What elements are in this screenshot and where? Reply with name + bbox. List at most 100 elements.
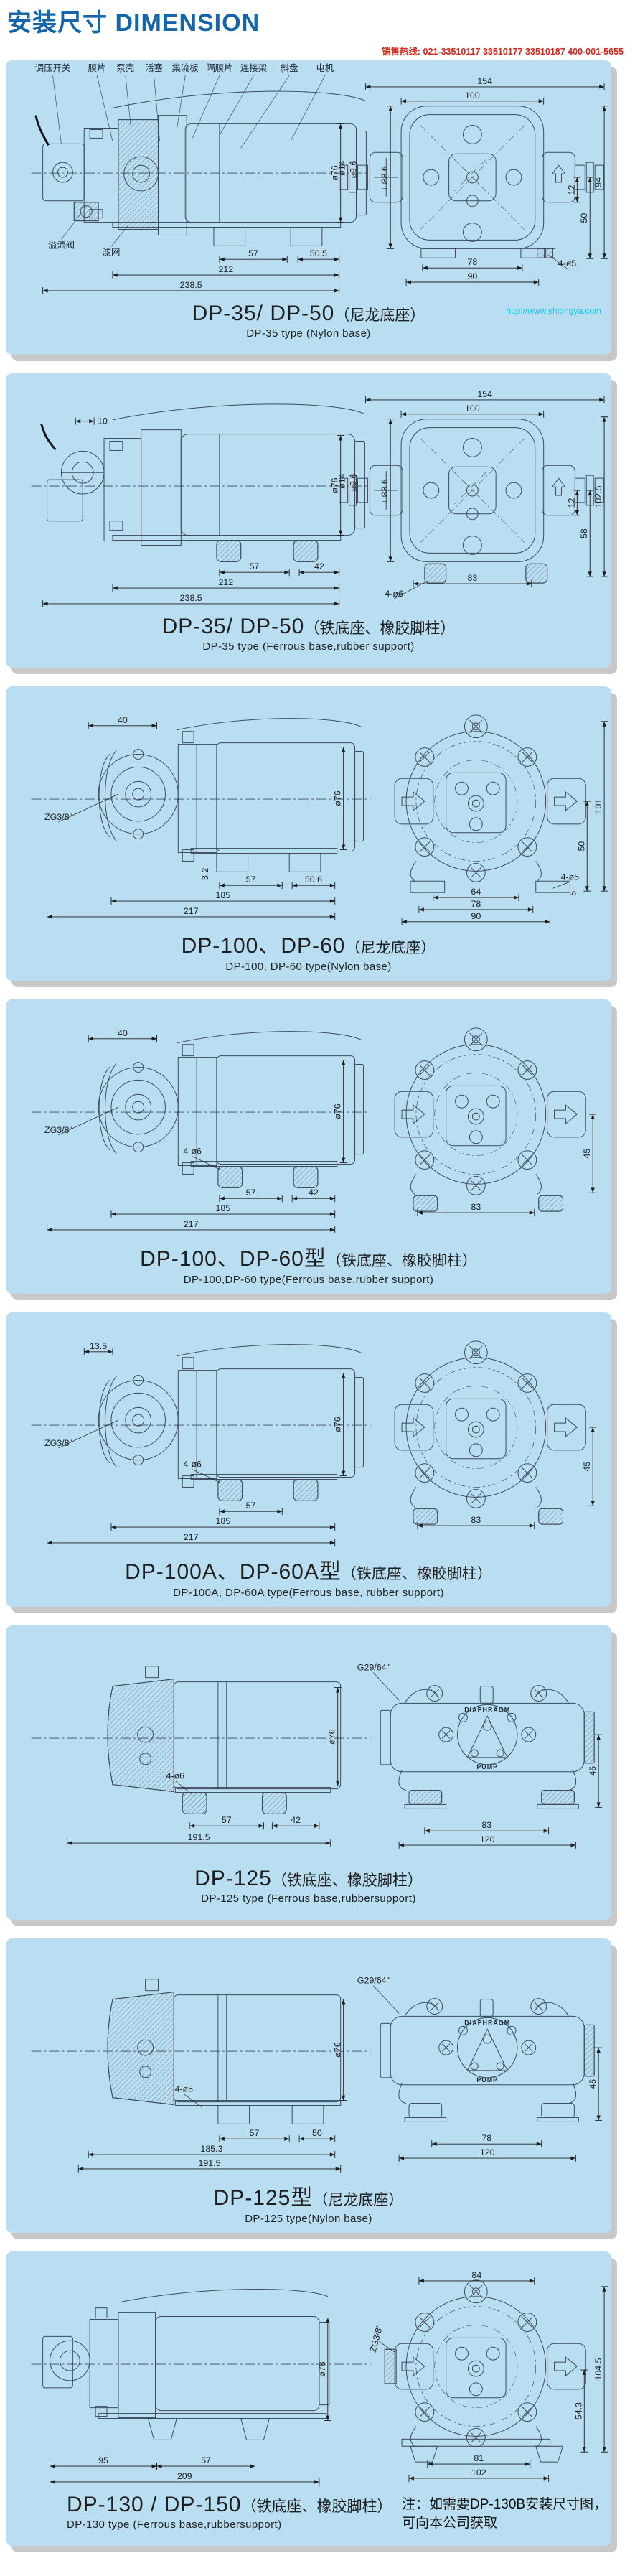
section-model: DP-35/ DP-50: [192, 302, 335, 325]
svg-text:185.3: 185.3: [200, 2144, 222, 2154]
website-link[interactable]: http://www.shlongya.com: [506, 306, 601, 316]
svg-text:DIAPHRAGM: DIAPHRAGM: [464, 1706, 510, 1713]
page-title-cn: 安装尺寸: [7, 9, 108, 37]
svg-text:溢流阀: 溢流阀: [48, 240, 75, 250]
svg-text:45: 45: [588, 2079, 598, 2089]
section-model: DP-100、DP-60型: [140, 1247, 326, 1271]
svg-text:100: 100: [465, 403, 480, 414]
svg-text:隔膜片: 隔膜片: [206, 63, 232, 73]
svg-text:90: 90: [471, 911, 481, 921]
svg-text:ø76: ø76: [333, 790, 343, 806]
svg-text:154: 154: [477, 389, 492, 399]
svg-text:45: 45: [582, 1149, 592, 1159]
note-text: 注：如需要DP-130B安装尺寸图，可向本公司获取: [402, 2497, 608, 2531]
svg-text:154: 154: [477, 76, 492, 86]
svg-text:45: 45: [582, 1462, 592, 1472]
section-caption: DP-100、DP-60型（铁底座、橡胶脚柱）DP-100,DP-60 type…: [6, 1241, 611, 1286]
svg-text:78: 78: [467, 257, 477, 267]
svg-text:78: 78: [471, 899, 481, 909]
svg-text:100: 100: [465, 90, 480, 101]
svg-text:84: 84: [471, 2270, 481, 2280]
svg-text:5: 5: [568, 891, 578, 896]
section-caption: DP-35/ DP-50（尼龙底座） DP-35 type (Nylon base…: [6, 302, 611, 340]
svg-text:DIAPHRAGM: DIAPHRAGM: [464, 2019, 510, 2026]
section-subtitle-en: DP-35 type (Nylon base): [246, 327, 371, 340]
section-variant-cn: （尼龙底座）: [334, 307, 425, 324]
page-header: 安装尺寸 DIMENSION 销售热线: 021-33510117 335101…: [0, 0, 635, 60]
svg-text:50: 50: [576, 841, 586, 851]
svg-text:57: 57: [246, 1187, 256, 1198]
svg-text:212: 212: [218, 264, 233, 274]
svg-text:ø78: ø78: [317, 2361, 327, 2376]
svg-text:57: 57: [222, 1815, 232, 1825]
svg-text:191.5: 191.5: [188, 1832, 210, 1842]
section-caption: DP-100、DP-60（尼龙底座）DP-100, DP-60 type(Nyl…: [6, 928, 611, 973]
svg-text:50.5: 50.5: [310, 248, 327, 258]
svg-text:PUMP: PUMP: [476, 1763, 498, 1770]
svg-text:连接架: 连接架: [240, 62, 267, 73]
svg-text:G29/64": G29/64": [357, 1663, 390, 1673]
svg-text:ø14: ø14: [337, 473, 347, 488]
section-caption: DP-130 / DP-150（铁底座、橡胶脚柱） DP-130 type (Fe…: [6, 2493, 611, 2531]
svg-text:ø76: ø76: [333, 2042, 343, 2057]
svg-text:ø14: ø14: [337, 160, 347, 175]
svg-text:4-ø6: 4-ø6: [166, 1771, 185, 1781]
svg-text:191.5: 191.5: [198, 2158, 220, 2168]
svg-text:78: 78: [481, 2133, 491, 2143]
svg-text:120: 120: [480, 1834, 495, 1844]
svg-text:ø76: ø76: [330, 165, 340, 180]
section-variant-cn: （尼龙底座）: [313, 2192, 404, 2208]
svg-text:12: 12: [566, 498, 576, 508]
section-subtitle-en: DP-35 type (Ferrous base,rubber support): [202, 640, 415, 653]
svg-text:50: 50: [312, 2128, 322, 2138]
svg-text:4-ø5: 4-ø5: [174, 2084, 193, 2094]
svg-text:PUMP: PUMP: [476, 2076, 498, 2083]
svg-text:185: 185: [215, 890, 230, 900]
svg-text:泵壳: 泵壳: [116, 63, 134, 73]
svg-text:□88.6: □88.6: [380, 479, 390, 502]
svg-text:ZG3/8": ZG3/8": [368, 2324, 385, 2353]
svg-text:□88.6: □88.6: [380, 166, 390, 189]
svg-text:95: 95: [98, 2455, 108, 2465]
svg-text:12: 12: [566, 185, 576, 195]
svg-text:57: 57: [250, 2128, 260, 2138]
svg-text:ZG3/8": ZG3/8": [44, 812, 72, 822]
svg-text:电机: 电机: [316, 63, 334, 73]
section-caption: DP-100A、DP-60A型（铁底座、橡胶脚柱）DP-100A, DP-60A…: [6, 1554, 611, 1599]
svg-text:64: 64: [471, 887, 481, 897]
drawing-linework: [31, 2279, 586, 2463]
svg-text:102: 102: [471, 2468, 486, 2478]
svg-text:238.5: 238.5: [180, 280, 202, 290]
section-model: DP-130 / DP-150: [67, 2493, 242, 2516]
svg-text:217: 217: [184, 1219, 199, 1229]
svg-text:ø76: ø76: [333, 1417, 343, 1432]
svg-text:调压开关: 调压开关: [35, 63, 71, 73]
drawing-linework: [31, 1340, 586, 1525]
svg-text:83: 83: [481, 1820, 491, 1830]
section-subtitle-en: DP-130 type (Ferrous base,rubbersupport): [67, 2519, 282, 2531]
svg-text:斜盘: 斜盘: [281, 62, 298, 73]
svg-text:3.2: 3.2: [200, 868, 210, 880]
section-subtitle-en: DP-125 type(Nylon base): [245, 2213, 372, 2225]
svg-text:57: 57: [201, 2455, 211, 2465]
svg-text:50.6: 50.6: [305, 874, 322, 885]
svg-text:81: 81: [474, 2453, 484, 2463]
drawing-linework: DIAPHRAGM PUMP: [31, 1979, 595, 2124]
svg-text:42: 42: [291, 1815, 301, 1825]
section-model: DP-125型: [213, 2186, 314, 2210]
svg-text:54.3: 54.3: [573, 2402, 583, 2419]
svg-text:212: 212: [218, 577, 233, 587]
svg-text:4-ø6: 4-ø6: [183, 1460, 202, 1470]
section-variant-cn: （铁底座、橡胶脚柱）: [241, 2498, 392, 2515]
section-variant-cn: （尼龙底座）: [345, 940, 436, 956]
svg-text:ZG3/8": ZG3/8": [44, 1125, 72, 1135]
